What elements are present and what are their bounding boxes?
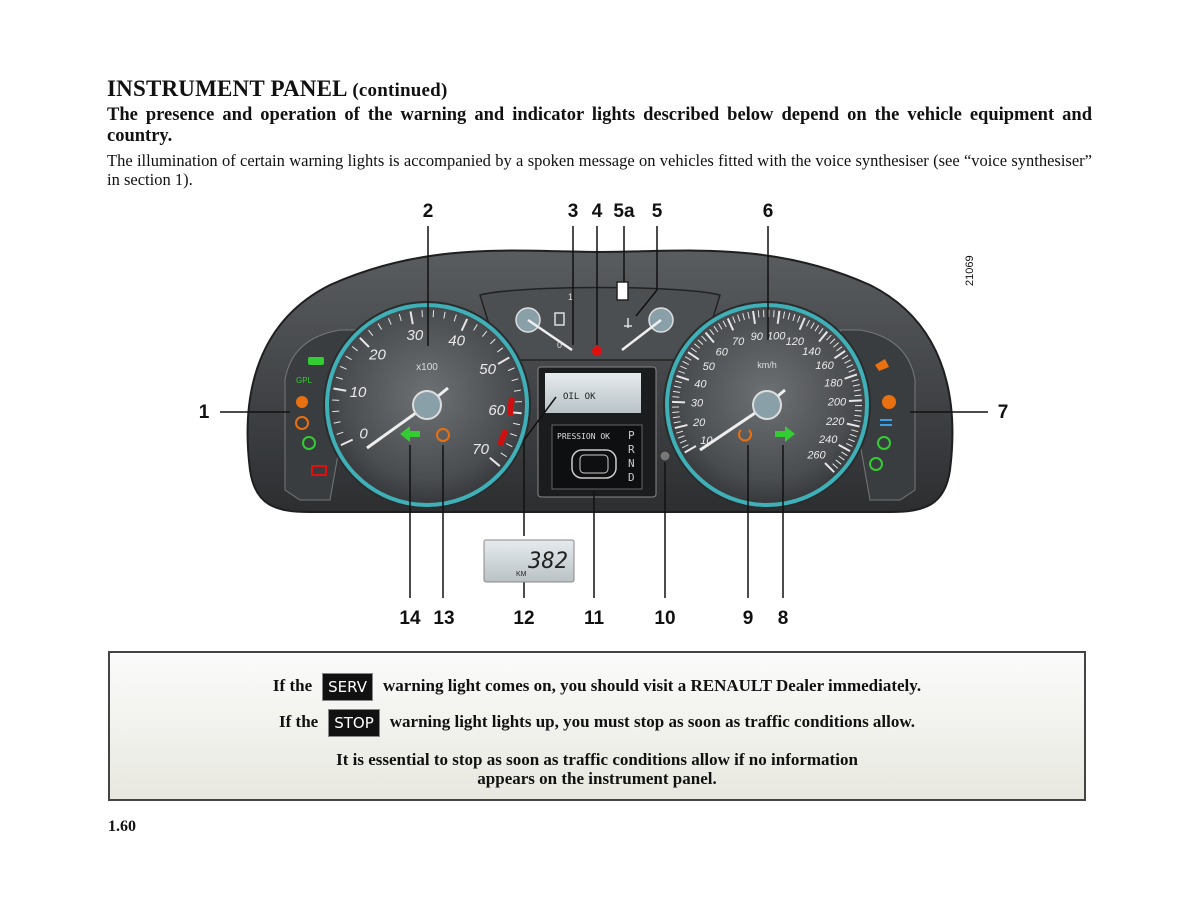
central-display: OIL OK PRESSION OK P R N D xyxy=(538,367,656,497)
fuel-empty-mark: 0 xyxy=(557,340,562,350)
caravan-icon xyxy=(308,357,324,365)
odometer-value: 382 xyxy=(527,549,568,574)
speed-tick xyxy=(758,310,759,317)
page-number: 1.60 xyxy=(108,818,136,836)
tyre-pressure-text: PRESSION OK xyxy=(557,432,610,441)
serv-line-prefix: If the xyxy=(273,676,312,695)
stop-line-prefix: If the xyxy=(279,712,318,731)
rev-unit: x100 xyxy=(416,362,438,373)
info-line-1: It is essential to stop as soon as traff… xyxy=(110,750,1084,770)
speed-label: 160 xyxy=(815,360,834,372)
speed-label: 70 xyxy=(732,336,745,348)
rev-counter: 0 10 20 30 40 50 60 70 x100 xyxy=(323,301,531,509)
stop-warning-light xyxy=(592,346,602,356)
speed-tick xyxy=(672,397,679,398)
trip-reset-knob xyxy=(660,451,670,461)
speedometer: 1020304050607090100120140160180200220240… xyxy=(663,301,871,509)
speed-label: 30 xyxy=(691,398,704,410)
stop-badge: STOP xyxy=(328,709,380,737)
speed-label: 140 xyxy=(802,346,821,358)
gear-p: P xyxy=(628,429,635,442)
speed-unit: km/h xyxy=(757,360,777,370)
stop-line-suffix: warning light lights up, you must stop a… xyxy=(390,712,915,731)
stop-line: If the STOP warning light lights up, you m… xyxy=(110,709,1084,737)
odometer-unit: KM xyxy=(516,571,527,578)
serv-line-suffix: warning light comes on, you should visit… xyxy=(383,676,921,695)
speed-label: 260 xyxy=(806,449,826,461)
rev-label: 30 xyxy=(407,327,424,344)
speed-label: 220 xyxy=(825,416,845,428)
info-line-2: appears on the instrument panel. xyxy=(110,769,1084,789)
speed-label: 100 xyxy=(767,331,786,343)
speed-tick xyxy=(672,412,679,413)
speed-label: 60 xyxy=(716,347,729,359)
oil-level-icon xyxy=(617,282,628,300)
rev-label: 0 xyxy=(359,426,368,443)
rev-label: 50 xyxy=(479,361,496,378)
speed-label: 180 xyxy=(824,377,843,389)
rev-label: 10 xyxy=(350,384,367,401)
gear-d: D xyxy=(628,471,635,484)
rev-label: 70 xyxy=(472,441,489,458)
speed-label: 20 xyxy=(692,417,706,429)
speed-label: 90 xyxy=(751,331,764,343)
gear-r: R xyxy=(628,443,635,456)
oil-status-text: OIL OK xyxy=(563,392,596,402)
speed-tick xyxy=(849,400,862,401)
rev-label: 20 xyxy=(368,347,386,364)
speed-tick xyxy=(774,310,775,317)
speed-label: 50 xyxy=(703,361,716,373)
speed-label: 40 xyxy=(694,379,707,391)
gear-n: N xyxy=(628,457,635,470)
speed-label: 240 xyxy=(818,434,838,446)
odometer-display: 382 KM xyxy=(484,540,574,582)
serv-badge: SERV xyxy=(322,673,373,701)
airbag-icon xyxy=(296,396,308,408)
gpl-light: GPL xyxy=(296,376,313,385)
serv-line: If the SERV warning light comes on, you sh… xyxy=(110,673,1084,701)
rev-label: 40 xyxy=(448,333,465,350)
engine-fault-icon xyxy=(882,395,896,409)
rev-label: 60 xyxy=(488,402,505,419)
speed-label: 200 xyxy=(827,397,847,409)
